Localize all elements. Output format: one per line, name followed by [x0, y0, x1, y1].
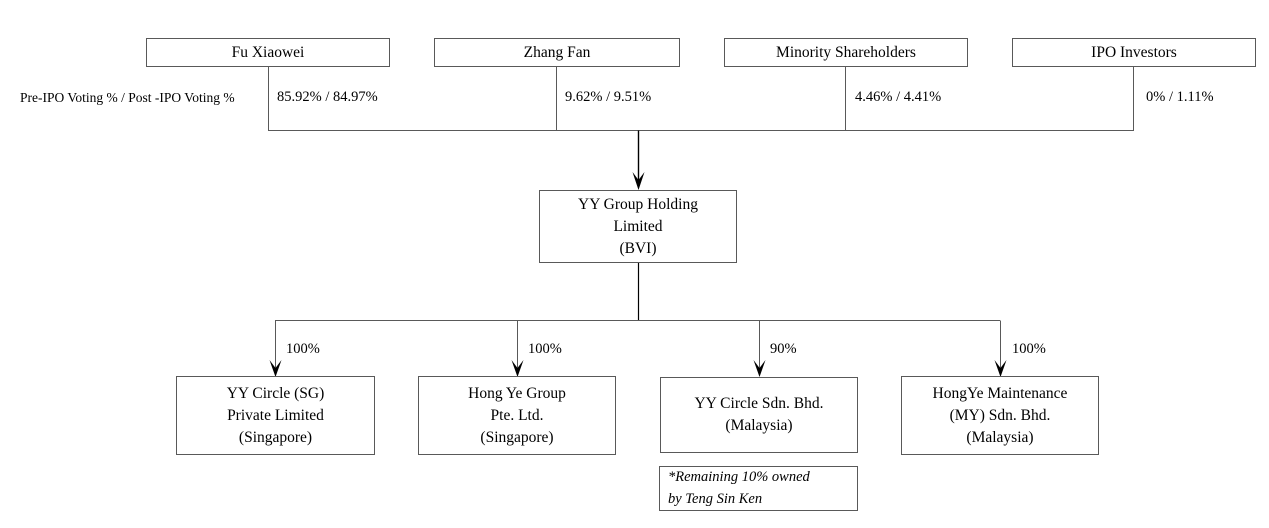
shareholder-name: Fu Xiaowei — [231, 43, 305, 61]
voting-pct-fu-xiaowei: 85.92% / 84.97% — [277, 89, 378, 105]
subsidiary-line2: (Malaysia) — [725, 417, 793, 434]
ownership-pct-yy-circle-sg: 100% — [286, 341, 320, 357]
shareholder-name: Minority Shareholders — [776, 43, 916, 61]
ownership-pct-hong-ye-group: 100% — [528, 341, 562, 357]
subsidiary-line2: Pte. Ltd. — [490, 406, 544, 424]
subsidiary-line1: HongYe Maintenance — [932, 384, 1068, 402]
ownership-pct-yy-circle-sdn-bhd: 90% — [770, 341, 797, 357]
ownership-pct-hongye-maintenance: 100% — [1012, 341, 1046, 357]
footnote-line2: by Teng Sin Ken — [668, 490, 763, 507]
holding-company-line2: Limited — [613, 217, 663, 235]
voting-row-label: Pre-IPO Voting % / Post -IPO Voting % — [20, 90, 235, 105]
shareholder-box-zhang-fan[interactable]: Zhang Fan — [434, 38, 680, 67]
shareholder-box-minority-shareholders[interactable]: Minority Shareholders — [724, 38, 968, 67]
subsidiary-line3: (Singapore) — [238, 428, 313, 446]
subsidiary-line1: YY Circle (SG) — [226, 384, 325, 402]
footnote-line1: *Remaining 10% owned — [668, 469, 810, 486]
shareholder-name: Zhang Fan — [523, 43, 591, 61]
subsidiary-line3: (Singapore) — [480, 428, 554, 446]
voting-pct-minority-shareholders: 4.46% / 4.41% — [855, 89, 942, 105]
subsidiary-box-hong-ye-group[interactable]: Hong Ye Group Pte. Ltd. (Singapore) — [418, 376, 616, 455]
shareholder-box-fu-xiaowei[interactable]: Fu Xiaowei — [146, 38, 390, 67]
subsidiary-box-yy-circle-sdn-bhd[interactable]: YY Circle Sdn. Bhd. (Malaysia) — [660, 377, 858, 453]
subsidiary-box-hongye-maintenance[interactable]: HongYe Maintenance (MY) Sdn. Bhd. (Malay… — [901, 376, 1099, 455]
subsidiary-line1: Hong Ye Group — [468, 384, 566, 402]
subsidiary-line1: YY Circle Sdn. Bhd. — [694, 395, 824, 412]
subsidiary-line3: (Malaysia) — [966, 428, 1034, 446]
shareholder-name: IPO Investors — [1091, 43, 1177, 61]
footnote-box-teng-sin-ken: *Remaining 10% owned by Teng Sin Ken — [659, 466, 858, 511]
shareholder-box-ipo-investors[interactable]: IPO Investors — [1012, 38, 1256, 67]
voting-pct-zhang-fan: 9.62% / 9.51% — [565, 89, 652, 105]
holding-company-line1: YY Group Holding — [578, 195, 698, 213]
holding-company-box[interactable]: YY Group Holding Limited (BVI) — [539, 190, 737, 263]
holding-company-line3: (BVI) — [619, 239, 657, 257]
subsidiary-line2: Private Limited — [227, 406, 324, 424]
subsidiary-line2: (MY) Sdn. Bhd. — [949, 406, 1051, 424]
voting-pct-ipo-investors: 0% / 1.11% — [1146, 89, 1214, 105]
subsidiary-box-yy-circle-sg[interactable]: YY Circle (SG) Private Limited (Singapor… — [176, 376, 375, 455]
